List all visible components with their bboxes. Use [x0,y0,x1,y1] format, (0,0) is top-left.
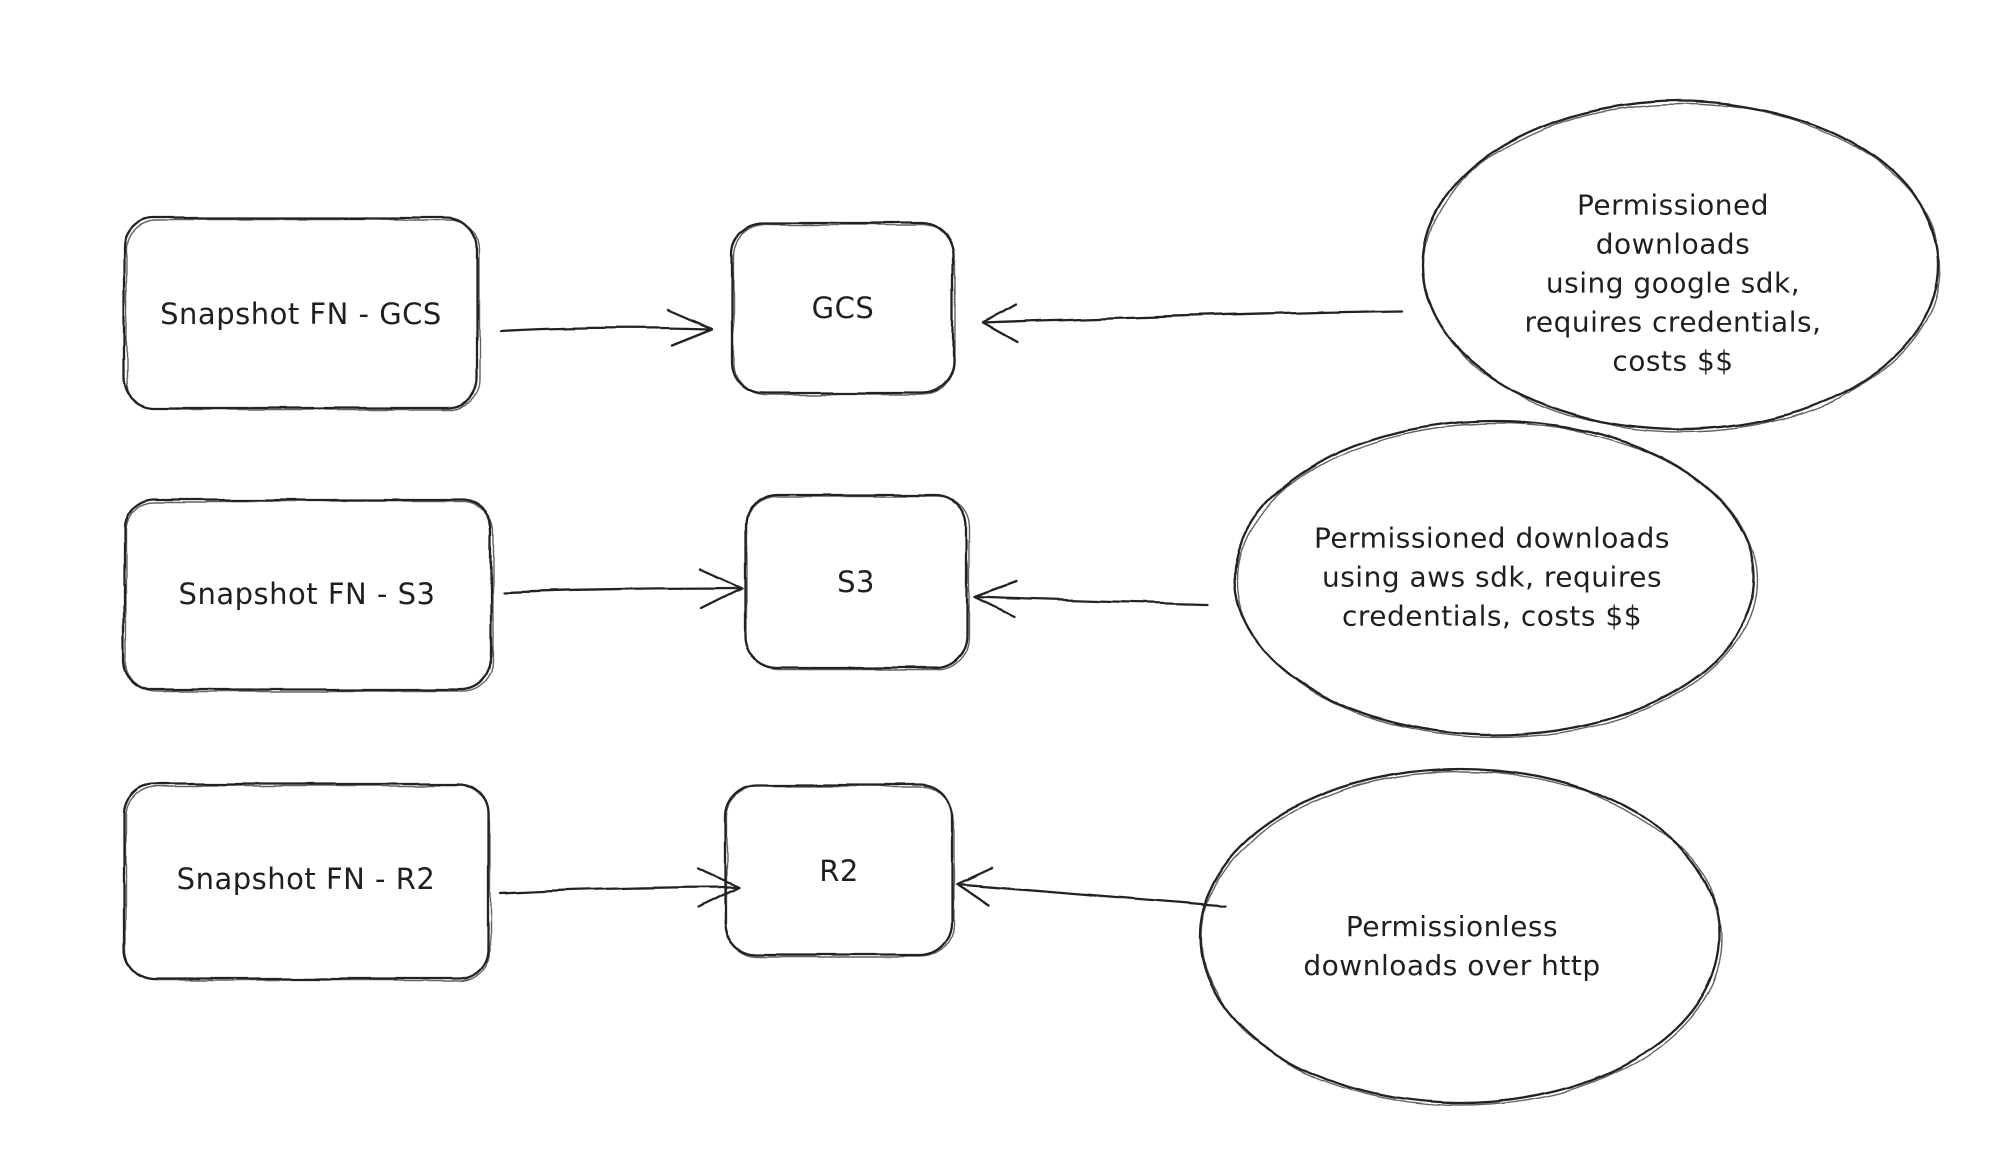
arrow-snapshot-r2-to-r2 [498,866,741,909]
node-r2-label: R2 [819,854,859,888]
node-snapshot-fn-r2-label: Snapshot FN - R2 [176,862,436,896]
node-snapshot-fn-gcs-label: Snapshot FN - GCS [160,297,442,331]
note-ellipse-r2-shape [1198,767,1723,1107]
arrow-snapshot-s3-to-s3 [502,567,744,610]
arrow-snapshot-gcs-to-gcs [498,308,714,347]
node-s3-shape [743,493,970,671]
note-ellipse-gcs-label: Permissioned downloads using google sdk,… [1524,188,1822,378]
node-r2-shape [723,783,955,958]
note-ellipse-s3-shape [1233,419,1758,739]
node-s3-label: S3 [837,565,875,599]
note-ellipse-r2-label: Permissionless downloads over http [1303,910,1601,982]
note-ellipse-gcs-shape [1420,99,1941,433]
node-gcs-shape [730,221,956,396]
node-snapshot-fn-r2-shape [122,782,491,982]
arrow-note-gcs-to-gcs [981,302,1404,344]
node-gcs-label: GCS [811,291,875,325]
note-ellipse-s3-label: Permissioned downloads using aws sdk, re… [1314,521,1670,633]
arrow-note-s3-to-s3 [973,580,1210,618]
arrow-note-r2-to-r2 [955,866,1227,908]
node-snapshot-fn-s3-label: Snapshot FN - S3 [178,577,436,611]
node-snapshot-fn-s3-shape [122,498,494,693]
node-snapshot-fn-gcs-shape [122,216,480,411]
